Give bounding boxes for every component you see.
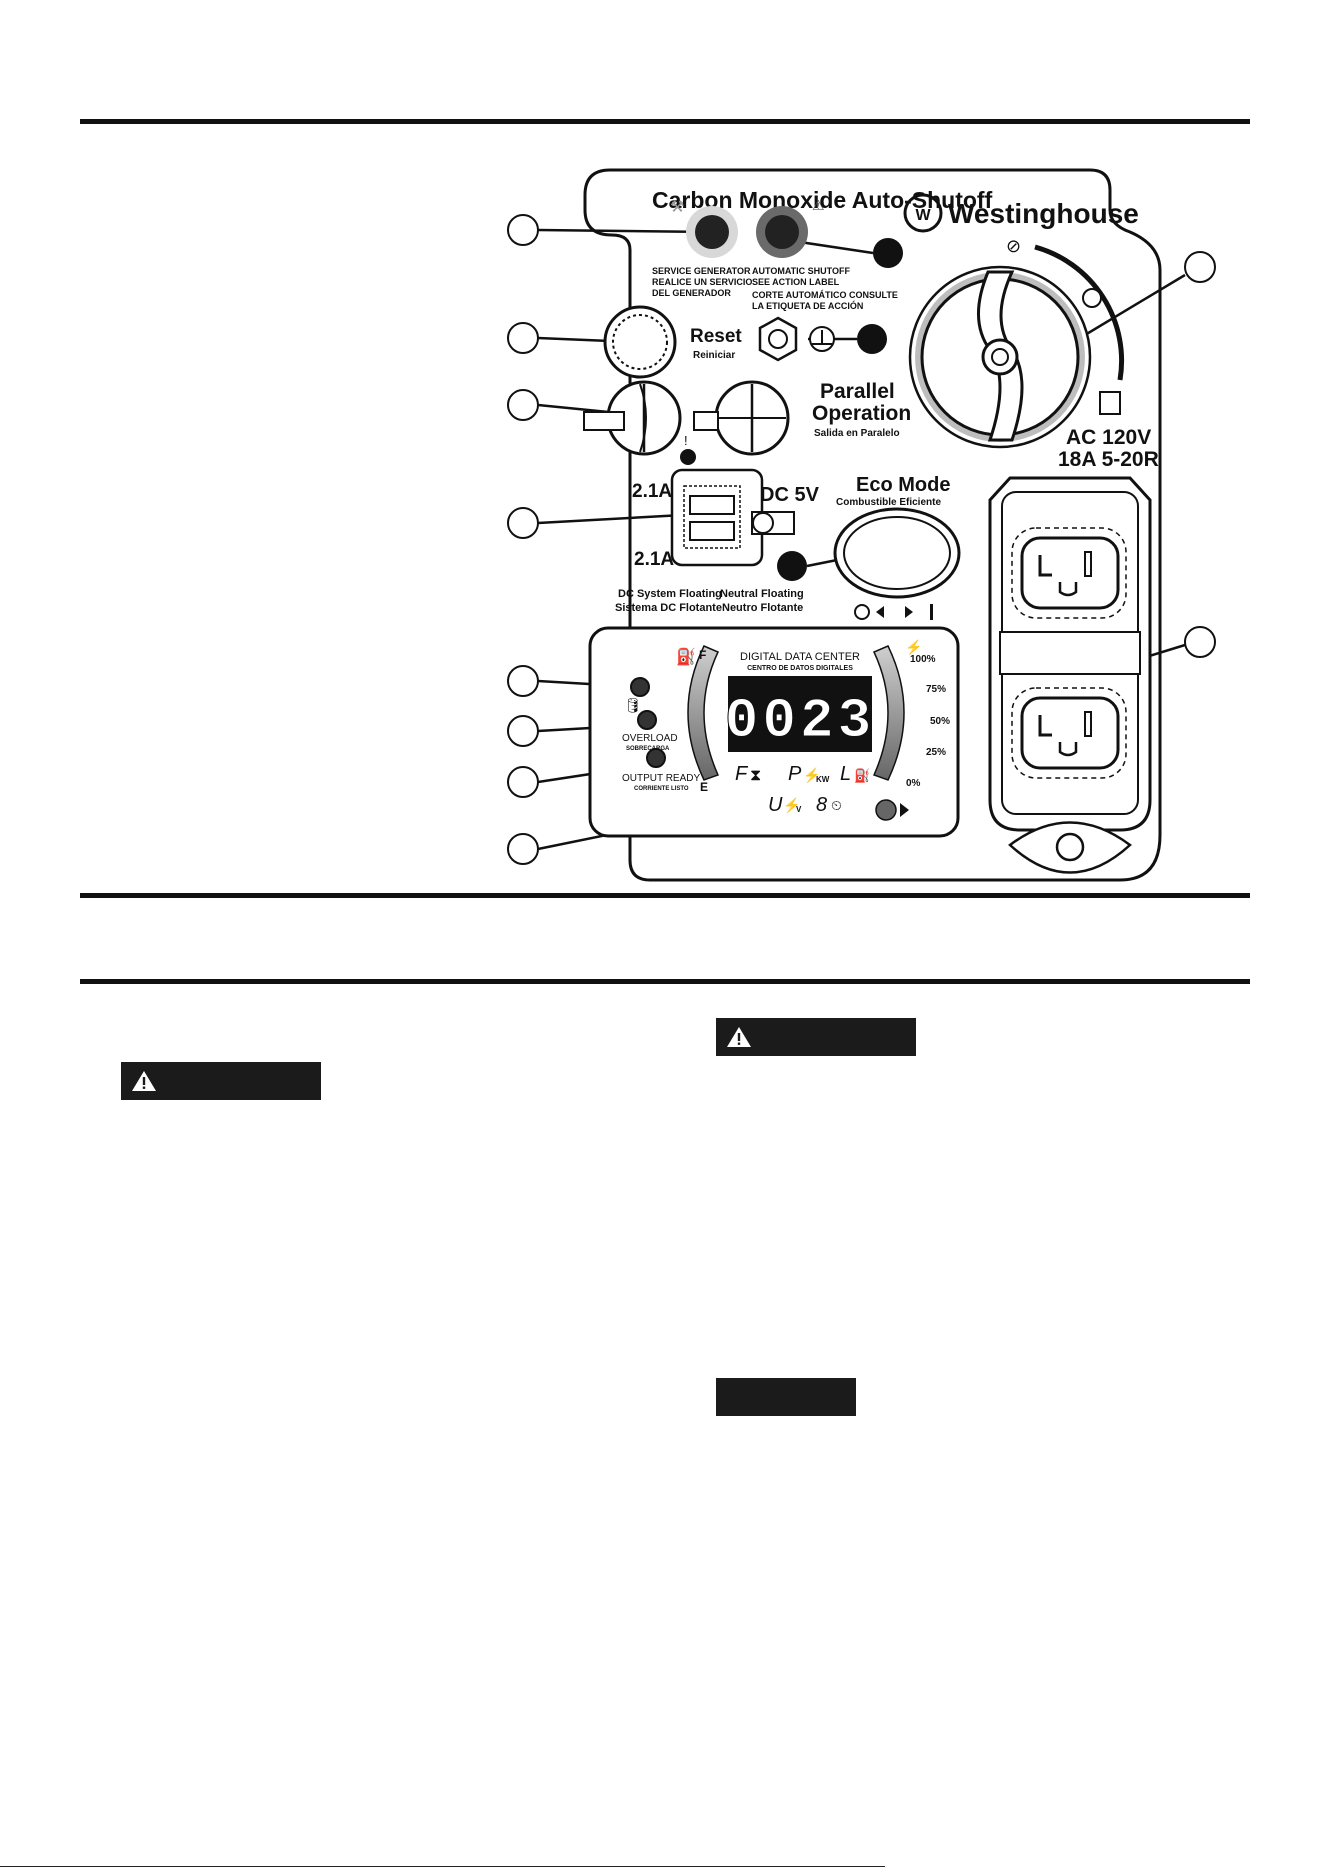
mode-load-label: L: [840, 763, 851, 785]
warning-banner-right: [716, 1018, 916, 1056]
notice-banner: [716, 1378, 856, 1416]
reset-label: Reset: [690, 326, 742, 347]
timer-icon: ⏲: [831, 797, 842, 813]
mode-kw-label: KW: [816, 775, 830, 784]
ground-terminal[interactable]: [758, 316, 835, 362]
mode-fuel-label: F: [735, 763, 749, 785]
mode-v-label: V: [796, 805, 802, 814]
choke-icon: ⊘: [1006, 236, 1021, 256]
mode-power-label: P: [788, 763, 802, 785]
warning-triangle-icon: [727, 1027, 751, 1047]
voltage-bolt-icon: ⚡: [783, 797, 800, 814]
westinghouse-logo-icon: W: [903, 193, 943, 233]
auto-shutoff-label-es-2: LA ETIQUETA DE ACCIÓN: [752, 300, 863, 311]
callout-marker-filled: [777, 238, 903, 581]
ac-voltage-label: AC 120V: [1066, 426, 1151, 449]
dc-label: DC 5V: [760, 484, 820, 506]
svg-text:W: W: [915, 207, 931, 224]
usb-ports[interactable]: [670, 468, 764, 567]
fuel-empty-label: E: [700, 780, 708, 794]
parallel-socket-right[interactable]: [693, 380, 790, 456]
fuel-level-icon: ⛽: [854, 768, 870, 783]
start-stop-dial[interactable]: [908, 265, 1092, 449]
overload-label: OVERLOAD: [622, 733, 678, 744]
generator-control-panel-diagram: Carbon Monoxide Auto-Shutoff W Westingho…: [507, 168, 1216, 882]
service-indicator-light: [686, 206, 738, 258]
mode-voltage-label: U: [768, 794, 783, 816]
hourglass-icon: ⧗: [750, 767, 761, 784]
ac-outlet-top[interactable]: [1011, 527, 1127, 619]
load-gauge-bar: [872, 645, 905, 781]
dc-floating-label-es: Sistema DC Flotante: [615, 602, 722, 614]
top-rule: [80, 119, 1250, 124]
lcd-screen: [728, 676, 872, 752]
reset-button[interactable]: [603, 305, 677, 379]
service-label-es-1: REALICE UN SERVICIO: [652, 277, 752, 287]
warning-icon: !: [684, 433, 688, 448]
run-icon: [1082, 288, 1102, 308]
fuel-full-label: F: [699, 648, 706, 662]
usb-bottom-label: 2.1A: [634, 549, 674, 570]
service-label-en: SERVICE GENERATOR: [652, 266, 751, 276]
parallel-label-es: Salida en Paralelo: [814, 428, 900, 439]
dial-arc: [1034, 244, 1125, 381]
parallel-label-1: Parallel: [820, 380, 895, 403]
dc-floating-label: DC System Floating: [618, 588, 722, 600]
oil-can-icon: 🛢: [624, 697, 642, 713]
warning-cloud-icon: ⚠: [812, 197, 825, 213]
overload-label-es: SOBRECARGA: [626, 746, 670, 752]
load-75-label: 75%: [926, 684, 946, 695]
ac-outlet-bottom[interactable]: [1011, 687, 1127, 779]
dc-5v-port[interactable]: [751, 511, 795, 535]
warning-triangle-icon: [132, 1071, 156, 1091]
reset-label-es: Reiniciar: [693, 350, 735, 361]
lcd-readout: 0023: [725, 689, 875, 753]
neutral-floating-label-es: Neutro Flotante: [722, 602, 803, 614]
load-50-label: 50%: [930, 716, 950, 727]
ac-amperage-label: 18A 5-20R: [1058, 448, 1159, 471]
brand-name: Westinghouse: [948, 198, 1139, 229]
neutral-floating-label: Neutral Floating: [720, 588, 804, 600]
service-label-es-2: DEL GENERADOR: [652, 288, 731, 298]
parallel-socket-left[interactable]: [583, 380, 682, 456]
shutoff-indicator-light: [756, 206, 808, 258]
display-mode-button[interactable]: [875, 799, 909, 821]
section-rule: [80, 979, 1250, 984]
fuel-pump-icon: ⛽: [676, 647, 696, 666]
eco-mode-label: Eco Mode: [856, 474, 950, 496]
parallel-label-2: Operation: [812, 402, 911, 425]
output-ready-label-es: CORRIENTE LISTO: [634, 786, 689, 792]
eco-mode-button[interactable]: [833, 507, 961, 599]
load-0-label: 0%: [906, 778, 921, 789]
output-ready-label: OUTPUT READY: [622, 773, 700, 784]
mode-8-label: 8: [816, 794, 827, 816]
gear-icon: [680, 449, 696, 465]
warning-banner-left: [121, 1062, 321, 1100]
overload-indicators: [630, 677, 666, 768]
fuel-gauge-bar: [687, 645, 720, 781]
power-bolt-icon: ⚡: [803, 767, 820, 784]
off-icon: [1099, 391, 1121, 415]
footer-rule: [0, 1866, 885, 1867]
auto-shutoff-label-1: AUTOMATIC SHUTOFF: [752, 266, 850, 276]
eco-mode-label-es: Combustible Eficiente: [836, 497, 941, 508]
eco-mode-indicator-icons: [854, 604, 933, 620]
mid-rule: [80, 893, 1250, 898]
wrench-icon: ⚒: [670, 199, 684, 216]
auto-shutoff-label-2: SEE ACTION LABEL: [752, 277, 840, 287]
load-100-label: 100%: [910, 654, 936, 665]
callout-marker: [507, 214, 1216, 865]
usb-top-label: 2.1A: [632, 481, 672, 502]
auto-shutoff-label-es-1: CORTE AUTOMÁTICO CONSULTE: [752, 290, 898, 300]
ddc-title: DIGITAL DATA CENTER: [740, 651, 860, 663]
lightning-icon: ⚡: [905, 639, 922, 656]
ddc-title-es: CENTRO DE DATOS DIGITALES: [747, 665, 853, 672]
load-25-label: 25%: [926, 747, 946, 758]
